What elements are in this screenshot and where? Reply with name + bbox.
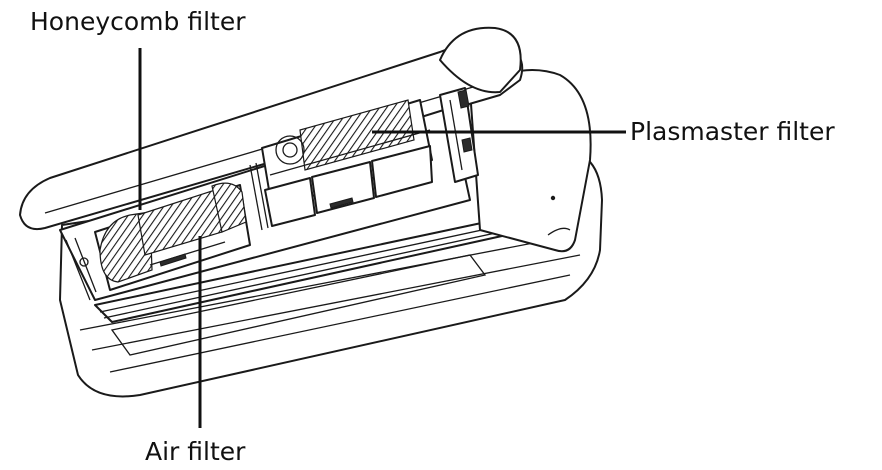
plasmaster-filter-label: Plasmaster filter [630, 117, 835, 146]
air-filter-label: Air filter [145, 437, 246, 466]
honeycomb-filter-label: Honeycomb filter [30, 7, 246, 36]
